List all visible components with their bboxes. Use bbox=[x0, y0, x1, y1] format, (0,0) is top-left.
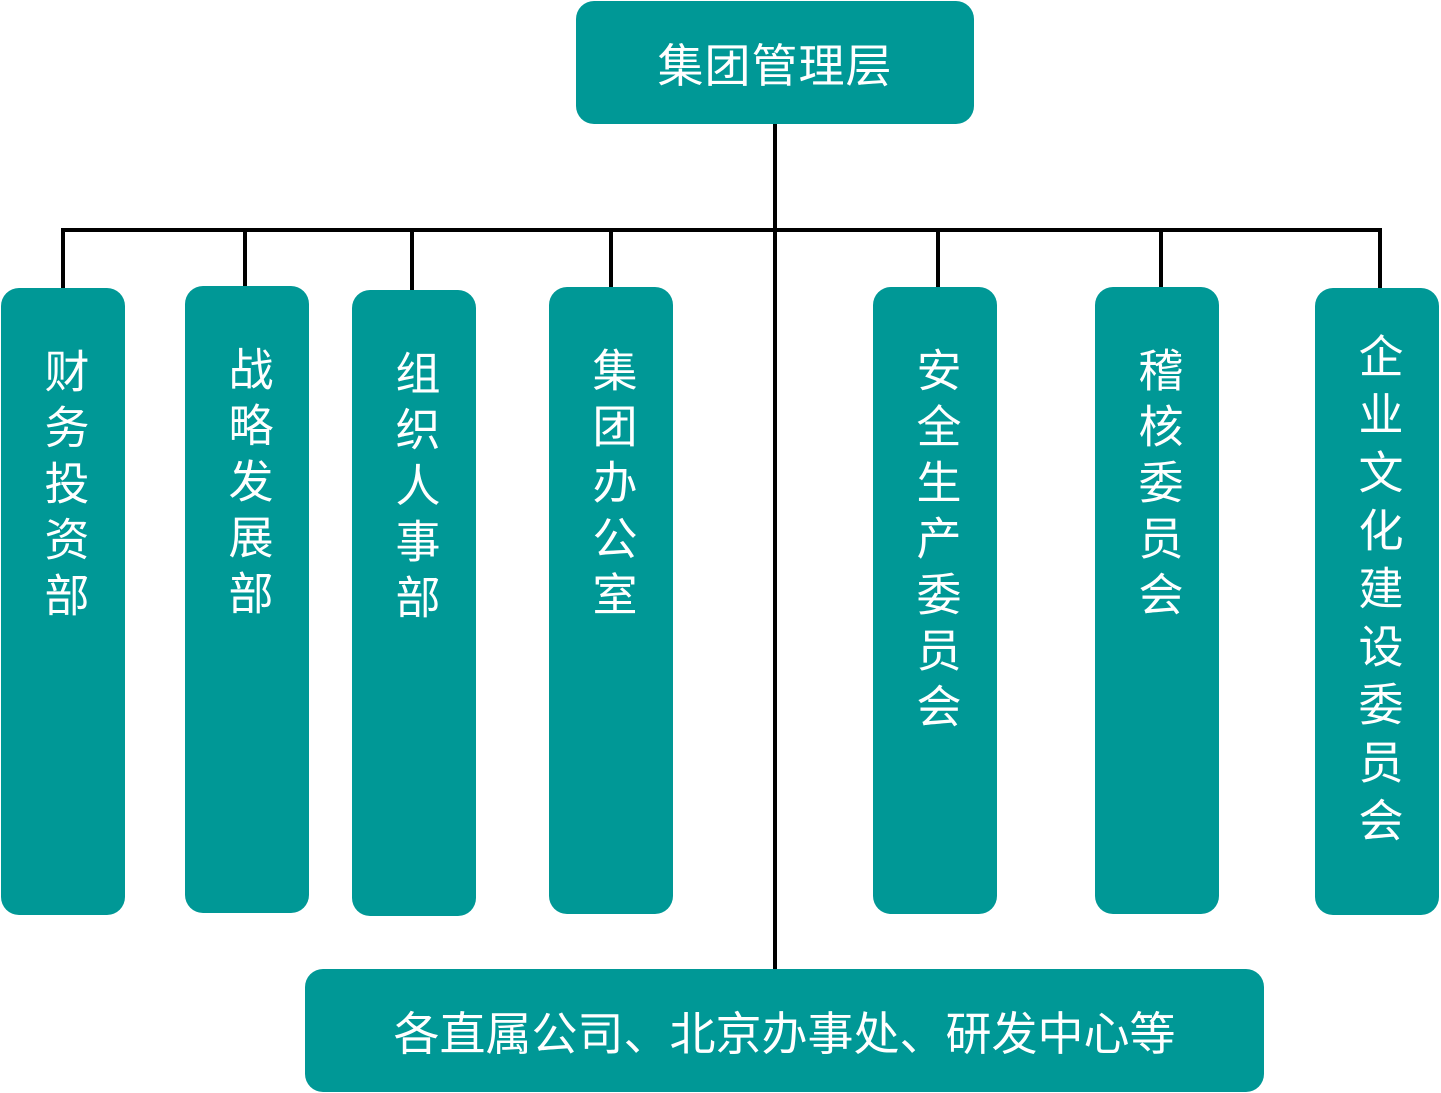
dept-node-safety-committee: 安全生产委员会 bbox=[873, 287, 997, 914]
subordinate-node-branches: 各直属公司、北京办事处、研发中心等 bbox=[305, 969, 1264, 1092]
branch-line-7 bbox=[1378, 228, 1382, 288]
dept-node-label: 集团办公室 bbox=[584, 347, 638, 627]
branch-line-6 bbox=[1159, 228, 1163, 288]
dept-node-culture-committee: 企业文化建设委员会 bbox=[1315, 288, 1439, 915]
dept-node-label: 财务投资部 bbox=[36, 348, 90, 628]
branch-line-5 bbox=[936, 228, 940, 288]
root-node-group-management: 集团管理层 bbox=[576, 1, 974, 124]
dept-node-label: 战略发展部 bbox=[220, 346, 274, 626]
dept-node-organization-hr: 组织人事部 bbox=[352, 290, 476, 916]
root-node-label: 集团管理层 bbox=[657, 38, 893, 93]
branch-line-2 bbox=[243, 228, 247, 286]
dept-node-finance-investment: 财务投资部 bbox=[1, 288, 125, 915]
horizontal-bus-line bbox=[61, 228, 1382, 232]
dept-node-label: 企业文化建设委员会 bbox=[1350, 333, 1404, 855]
branch-line-3 bbox=[410, 228, 414, 290]
dept-node-label: 安全生产委员会 bbox=[908, 347, 962, 739]
dept-node-audit-committee: 稽核委员会 bbox=[1095, 287, 1219, 914]
dept-node-label: 组织人事部 bbox=[387, 350, 441, 630]
dept-node-label: 稽核委员会 bbox=[1130, 347, 1184, 627]
subordinate-node-label: 各直属公司、北京办事处、研发中心等 bbox=[393, 1006, 1176, 1061]
root-trunk-line bbox=[773, 124, 777, 969]
branch-line-1 bbox=[61, 228, 65, 288]
dept-node-strategy-development: 战略发展部 bbox=[185, 286, 309, 913]
dept-node-group-office: 集团办公室 bbox=[549, 287, 673, 914]
branch-line-4 bbox=[609, 228, 613, 288]
